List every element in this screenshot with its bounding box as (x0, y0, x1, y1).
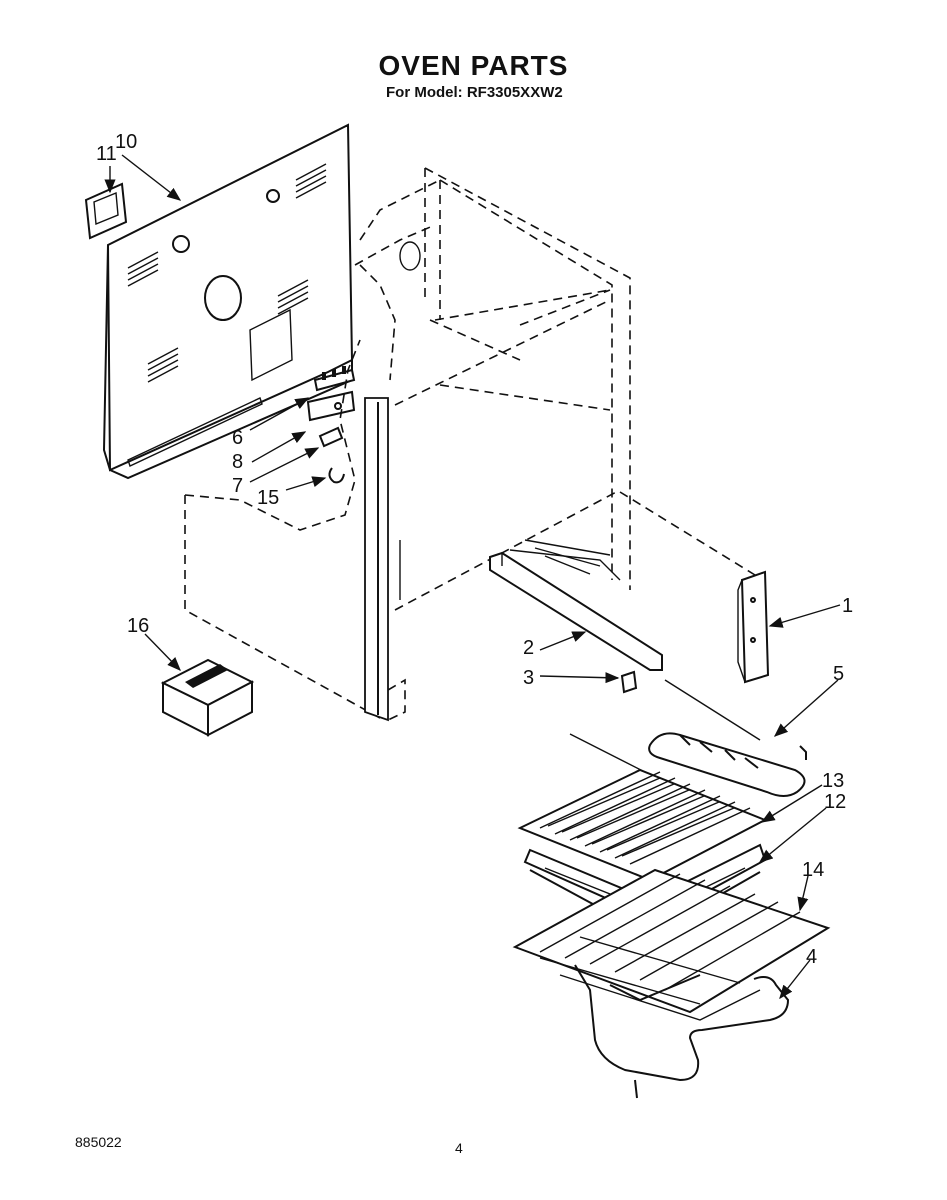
callout-12: 12 (824, 791, 846, 813)
part-11-bracket (84, 182, 128, 240)
callout-2: 2 (523, 637, 534, 659)
callout-6: 6 (232, 427, 243, 449)
callout-15: 15 (257, 487, 279, 509)
part-16-block (160, 658, 255, 737)
part-5-broil-element (648, 732, 807, 797)
callout-3: 3 (523, 667, 534, 689)
part-4-bake-element (574, 964, 790, 1099)
part-7-clip (318, 426, 344, 448)
diagram-code: 885022 (75, 1134, 122, 1150)
part-3-bracket (620, 670, 638, 694)
part-10-rear-panel (102, 123, 354, 480)
part-1-side-cover (737, 570, 770, 684)
callout-1: 1 (842, 595, 853, 617)
model-number-line: For Model: RF3305XXW2 (386, 84, 563, 101)
part-2-bottom-rail (489, 539, 663, 671)
oven-cavity-outline (184, 167, 756, 722)
callout-8: 8 (232, 451, 243, 473)
callout-14: 14 (802, 859, 824, 881)
callout-16: 16 (127, 615, 149, 637)
page-title: OVEN PARTS (378, 50, 569, 81)
page-number: 4 (455, 1140, 463, 1156)
callout-10: 10 (115, 131, 137, 153)
callout-11: 11 (96, 143, 117, 165)
part-6-terminal-block (313, 366, 356, 392)
callout-labels: 11 10 6 8 7 15 16 1 2 3 5 13 12 14 4 (96, 131, 853, 968)
part-8-insulator (306, 390, 356, 422)
part-14-oven-rack (512, 868, 831, 1021)
callout-4: 4 (806, 946, 817, 968)
callout-7: 7 (232, 475, 243, 497)
callout-5: 5 (833, 663, 844, 685)
part-15-screw (328, 467, 345, 484)
callout-leaders (104, 154, 841, 1000)
callout-13: 13 (822, 770, 844, 792)
